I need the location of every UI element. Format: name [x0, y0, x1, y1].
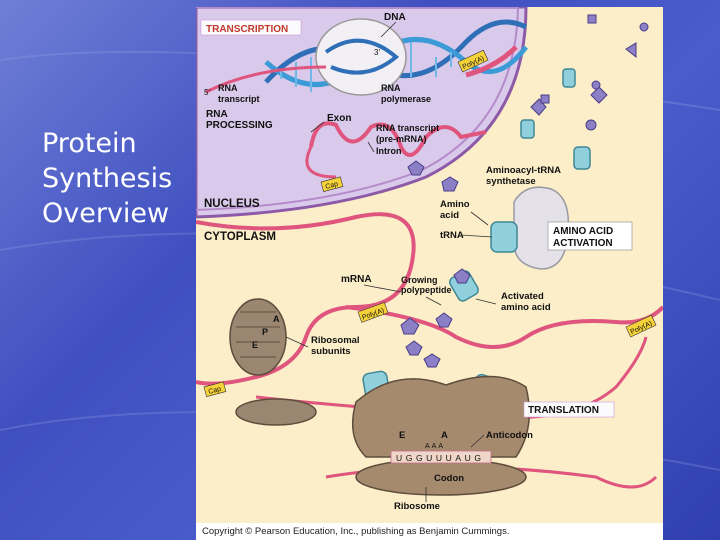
codon-strip: [390, 450, 492, 464]
aa-activation-label: AMINO ACID: [553, 226, 613, 237]
diagram-label: 3': [374, 48, 380, 57]
trna-molecule: [490, 221, 518, 253]
pre-mrna-label: RNA transcript: [376, 123, 439, 133]
rna-processing-label: RNA: [206, 109, 228, 120]
intron-label: Intron: [376, 146, 402, 156]
ribosomal-subunits-label: Ribosomal: [311, 335, 360, 346]
rna-polymerase: [315, 18, 407, 96]
exon-label: Exon: [327, 113, 351, 124]
codon-label: Codon: [434, 473, 464, 484]
diagram-label: UGGUUUAUG: [396, 453, 485, 463]
transcription-label: TRANSCRIPTION: [206, 24, 288, 35]
dna-label: DNA: [384, 12, 406, 23]
cap-tag-1: Cap: [320, 176, 344, 193]
rna-polymerase-label: RNA: [381, 83, 401, 93]
copyright-notice: Copyright © Pearson Education, Inc., pub…: [196, 523, 663, 540]
poly-a-tag-2: Poly(A): [357, 302, 389, 323]
protein-synthesis-diagram: Poly(A) Cap Cap Poly(A) Poly(A): [196, 7, 663, 523]
diagram-label: (pre-mRNA): [376, 134, 427, 144]
ribosome-site-e: E: [399, 430, 405, 441]
mrna-label: mRNA: [341, 274, 372, 285]
slide-title: Protein Synthesis Overview: [42, 128, 173, 229]
ribosome-site-a: A: [441, 430, 448, 441]
trna-label: tRNA: [440, 230, 464, 241]
growing-polypeptide-label: Growing: [401, 275, 438, 285]
diagram-label: ACTIVATION: [553, 238, 613, 249]
rna-transcript-label: RNA: [218, 83, 238, 93]
aminoacyl-label: Aminoacyl-tRNA: [486, 165, 561, 176]
ribosome-label: Ribosome: [394, 501, 440, 512]
amino-acid-label: Amino: [440, 199, 470, 210]
ribosome-large-subunit: [351, 375, 531, 458]
anticodon-label: Anticodon: [486, 430, 533, 441]
diagram-label: acid: [440, 210, 459, 221]
diagram-label: polypeptide: [401, 285, 452, 295]
ribosomal-subunit-large: [229, 298, 287, 376]
diagram-label: synthetase: [486, 176, 536, 187]
pre-mrna: [309, 121, 487, 157]
nucleus-label: NUCLEUS: [204, 198, 260, 210]
diagram-label: subunits: [311, 346, 351, 357]
diagram-label: Cap: [208, 386, 222, 396]
diagram-label: AAA: [425, 443, 445, 450]
diagram-label: 5': [204, 88, 210, 97]
diagram-label: E: [252, 340, 258, 350]
diagram-label: Cap: [325, 181, 339, 191]
diagram-label: transcript: [218, 94, 260, 104]
activated-amino-acid-label: Activated: [501, 291, 544, 302]
cytoplasm-label: CYTOPLASM: [204, 231, 276, 243]
diagram-label: amino acid: [501, 302, 551, 313]
ribosomal-subunit-small: [235, 398, 317, 426]
cap-tag-2: Cap: [203, 381, 227, 398]
translation-label: TRANSLATION: [528, 405, 599, 416]
diagram-label: A: [273, 314, 280, 324]
diagram-label: PROCESSING: [206, 120, 273, 131]
diagram-label: P: [262, 327, 268, 337]
diagram-label: polymerase: [381, 94, 431, 104]
